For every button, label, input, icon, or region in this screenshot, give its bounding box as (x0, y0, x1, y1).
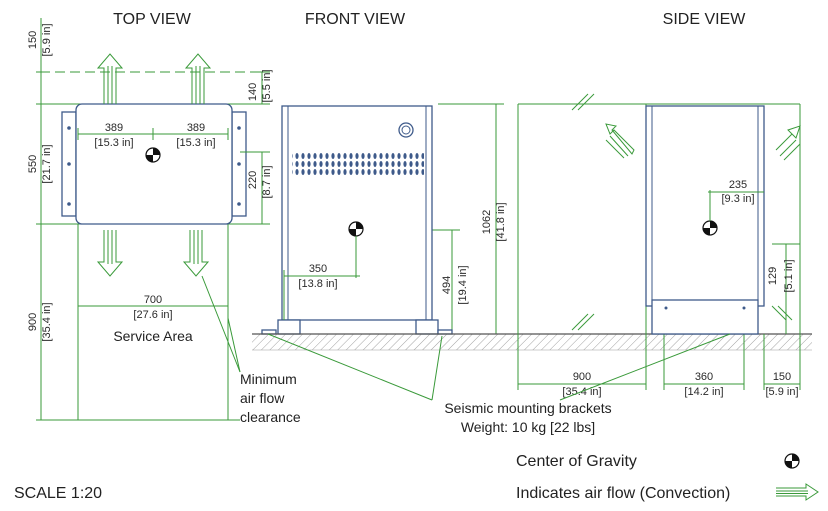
dim-220: 220 (247, 171, 259, 189)
dim-1062: 1062 (481, 210, 493, 234)
front-view: 1062 [41.8 in] 494 [19.4 in] 350 [13.8 i… (261, 103, 507, 335)
dim-900-in: [35.4 in] (41, 302, 53, 341)
airflow-diagonal-arrow-left-icon (605, 123, 635, 159)
center-of-gravity-top-icon (145, 147, 161, 163)
center-of-gravity-side-icon (702, 220, 718, 236)
seismic-brackets-label: Seismic mounting brackets (444, 400, 611, 416)
dim-140-in: [5.5 in] (261, 69, 273, 102)
dim-129: 129 (767, 267, 779, 285)
min-airflow-line3: clearance (240, 409, 301, 425)
dim-494-in: [19.4 in] (457, 265, 469, 304)
legend: Center of Gravity Indicates air flow (Co… (14, 453, 819, 502)
dim-550-in: [21.7 in] (41, 144, 53, 183)
dim-900-side-in: [35.4 in] (562, 386, 601, 398)
dim-700-in: [27.6 in] (133, 309, 172, 321)
callouts: Minimum air flow clearance Seismic mount… (240, 333, 731, 435)
dim-1062-in: [41.8 in] (495, 202, 507, 241)
dim-150: 150 (27, 31, 39, 49)
dim-129-in: [5.1 in] (783, 259, 795, 292)
dim-220-in: [8.7 in] (261, 165, 273, 198)
dim-900-side: 900 (573, 371, 591, 383)
dim-140: 140 (247, 83, 259, 101)
dim-389-left: 389 (105, 122, 123, 134)
dim-360: 360 (695, 371, 713, 383)
dim-360-in: [14.2 in] (684, 386, 723, 398)
floor (252, 333, 812, 351)
airflow-down-arrow-right-icon (182, 230, 210, 277)
dim-700: 700 (144, 294, 162, 306)
top-view: 150 [5.9 in] 550 [21.7 in] 900 [35.4 in]… (27, 18, 273, 421)
dim-389-right-in: [15.3 in] (176, 137, 215, 149)
dim-389-left-in: [15.3 in] (94, 137, 133, 149)
dim-150-in: [5.9 in] (41, 23, 53, 56)
louver-vents (292, 152, 424, 176)
dim-389-right: 389 (187, 122, 205, 134)
legend-cog-label: Center of Gravity (516, 453, 637, 470)
scale-label: SCALE 1:20 (14, 485, 102, 502)
dim-235: 235 (729, 179, 747, 191)
airflow-down-arrow-left-icon (96, 230, 124, 277)
legend-airflow-arrow-icon (776, 483, 819, 501)
airflow-up-arrow-left-icon (96, 53, 124, 104)
legend-airflow-label: Indicates air flow (Convection) (516, 485, 730, 502)
top-view-title: TOP VIEW (113, 11, 192, 28)
front-view-title: FRONT VIEW (305, 11, 406, 28)
dim-150-side-in: [5.9 in] (765, 386, 798, 398)
weight-label: Weight: 10 kg [22 lbs] (461, 419, 595, 435)
dim-550: 550 (27, 155, 39, 173)
side-view-title: SIDE VIEW (663, 11, 747, 28)
side-view: 235 [9.3 in] 129 [5.1 in] 900 [35.4 in] … (517, 93, 801, 398)
airflow-diagonal-arrow-right-icon (775, 125, 801, 161)
legend-center-of-gravity-icon (784, 453, 800, 469)
center-of-gravity-front-icon (348, 221, 364, 237)
dim-350-in: [13.8 in] (298, 278, 337, 290)
min-airflow-line1: Minimum (240, 371, 297, 387)
dim-350: 350 (309, 263, 327, 275)
service-area-label: Service Area (113, 328, 193, 344)
dim-494: 494 (441, 276, 453, 294)
dim-900: 900 (27, 313, 39, 331)
dim-150-side: 150 (773, 371, 791, 383)
airflow-up-arrow-right-icon (184, 53, 212, 104)
min-airflow-line2: air flow (240, 390, 285, 406)
dim-235-in: [9.3 in] (721, 193, 754, 205)
